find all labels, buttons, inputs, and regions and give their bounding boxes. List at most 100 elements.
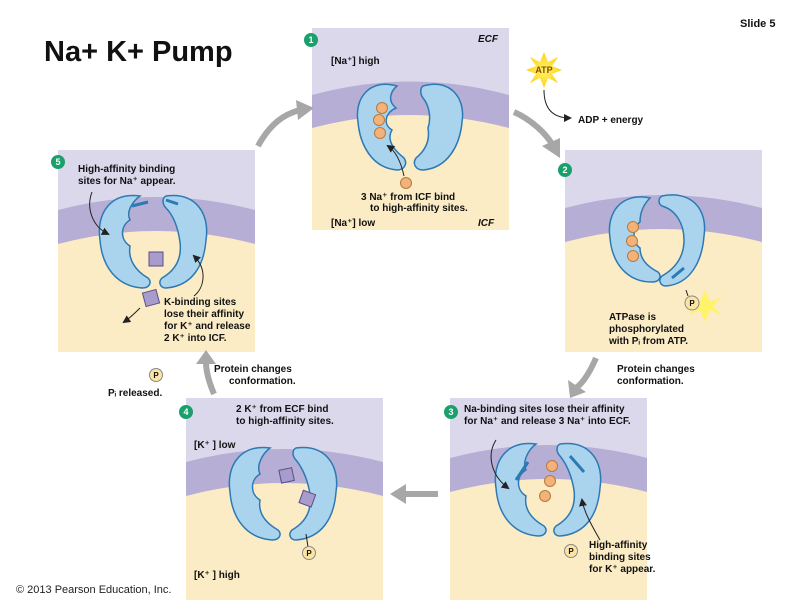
icf-region xyxy=(450,479,647,600)
cycle-arrowhead xyxy=(542,138,560,158)
adp-label: ADP + energy xyxy=(578,115,644,126)
transition-labels: Protein changes conformation. Protein ch… xyxy=(108,364,695,399)
step-badge xyxy=(304,33,318,47)
step-number: 2 xyxy=(562,165,567,175)
sodium-ion xyxy=(539,490,551,502)
step-caption: lose their affinity xyxy=(164,309,244,320)
step-caption: High-affinity xyxy=(589,540,648,551)
icf-region xyxy=(312,115,509,230)
phosphate-bond xyxy=(305,533,309,548)
step-caption: 3 Na⁺ from ICF bind xyxy=(361,192,455,203)
step-caption: phosphorylated xyxy=(609,324,684,335)
concentration-label: [Na⁺] low xyxy=(331,218,375,229)
step-caption: 2 K⁺ from ECF bind xyxy=(236,404,329,415)
step-number: 5 xyxy=(55,157,60,167)
cycle-arrow-5-to-1 xyxy=(255,107,301,148)
pointer-arrow xyxy=(579,498,601,541)
conformation-arrow xyxy=(568,455,586,473)
panel-step-3: P 3 Na-binding sites lose their affinity… xyxy=(444,398,656,600)
step-caption: to high-affinity sites. xyxy=(370,203,468,214)
phosphate-bond xyxy=(685,289,689,297)
cycle-arrow-2-to-3 xyxy=(574,356,599,391)
sodium-ion xyxy=(627,250,639,262)
sodium-ion xyxy=(376,102,388,114)
sodium-ion xyxy=(627,221,639,233)
phosphate-label: P xyxy=(689,299,695,308)
cycle-arrowhead xyxy=(390,484,406,504)
step-number: 1 xyxy=(308,35,313,45)
copyright-notice: © 2013 Pearson Education, Inc. xyxy=(16,584,172,596)
pump-protein-right xyxy=(658,194,706,287)
concentration-label: [K⁺ ] low xyxy=(194,440,236,451)
release-arrow xyxy=(122,307,141,324)
step-caption: 2 K⁺ into ICF. xyxy=(164,333,227,344)
step-caption: Na-binding sites lose their affinity xyxy=(464,404,625,415)
transition-caption: conformation. xyxy=(229,376,296,387)
step-caption: ATPase is xyxy=(609,312,656,323)
pump-protein-left xyxy=(228,446,281,541)
cycle-arrowhead xyxy=(568,380,586,398)
conformation-arrow xyxy=(514,461,530,481)
conformation-arrow xyxy=(131,200,149,208)
atp-hydrolysis: ATP ADP + energy xyxy=(526,52,644,126)
phosphate-group xyxy=(149,368,163,382)
step-caption: sites for Na⁺ appear. xyxy=(78,176,176,187)
atp-label: ATP xyxy=(535,65,552,75)
pump-protein-right xyxy=(413,83,464,171)
cycle-arrows xyxy=(196,100,599,504)
potassium-ion xyxy=(148,251,164,267)
icf-region xyxy=(186,483,383,600)
pointer-arrow xyxy=(192,254,204,297)
pump-protein-right xyxy=(159,194,208,289)
panel-step-5: 5 High-affinity binding sites for Na⁺ ap… xyxy=(51,150,255,352)
panel-step-1: 1 ECF [Na⁺] high 3 Na⁺ from ICF bind to … xyxy=(304,28,509,230)
step-caption: to high-affinity sites. xyxy=(236,416,334,427)
step-badge xyxy=(179,405,193,419)
conformation-arrow xyxy=(671,266,685,280)
phosphate-label: P xyxy=(153,371,159,380)
conformation-arrow xyxy=(165,198,179,206)
ecf-label: ECF xyxy=(478,34,499,45)
pump-protein-left xyxy=(98,194,151,289)
transition-caption: Protein changes xyxy=(617,364,695,375)
step-number: 3 xyxy=(448,407,453,417)
step-caption: binding sites xyxy=(589,552,651,563)
step-caption: High-affinity binding xyxy=(78,164,175,175)
step-number: 4 xyxy=(183,407,188,417)
step-badge xyxy=(444,405,458,419)
sodium-ion xyxy=(626,235,638,247)
step-badge xyxy=(51,155,65,169)
potassium-ion xyxy=(278,467,295,484)
phosphate-group xyxy=(564,544,578,558)
step-badge xyxy=(558,163,572,177)
atp-burst xyxy=(526,52,562,88)
potassium-ion xyxy=(298,489,317,508)
step-caption: K-binding sites xyxy=(164,297,237,308)
potassium-ion xyxy=(141,288,161,308)
icf-label: ICF xyxy=(478,218,495,229)
sodium-ion xyxy=(373,114,385,126)
panel-step-2: P 2 ATPase is phosphorylated with Pᵢ fro… xyxy=(558,150,762,352)
pump-protein-left xyxy=(608,196,661,283)
phosphate-label: P xyxy=(568,547,574,556)
energy-burst xyxy=(688,290,722,322)
panel-step-4: P 4 2 K⁺ from ECF bind to high-affinity … xyxy=(179,398,383,600)
phosphate-label: P xyxy=(306,549,312,558)
sodium-ion xyxy=(544,475,556,487)
pi-released-label: Pᵢ released. xyxy=(108,388,162,399)
pointer-arrow xyxy=(89,191,110,235)
cycle-arrowhead xyxy=(196,350,216,364)
sodium-ion xyxy=(374,127,386,139)
concentration-label: [Na⁺] high xyxy=(331,56,380,67)
cycle-arrow-4-to-5 xyxy=(203,361,217,396)
adp-release-arrow xyxy=(543,89,572,122)
slide-number: Slide 5 xyxy=(740,18,776,30)
pump-protein-left xyxy=(494,442,547,537)
cycle-arrowhead xyxy=(296,100,314,120)
pump-protein-right xyxy=(553,442,602,537)
step-caption: for Na⁺ and release 3 Na⁺ into ECF. xyxy=(464,416,631,427)
sodium-ion xyxy=(400,177,412,189)
sodium-ion xyxy=(546,460,558,472)
page-title: Na+ K+ Pump xyxy=(44,36,233,68)
